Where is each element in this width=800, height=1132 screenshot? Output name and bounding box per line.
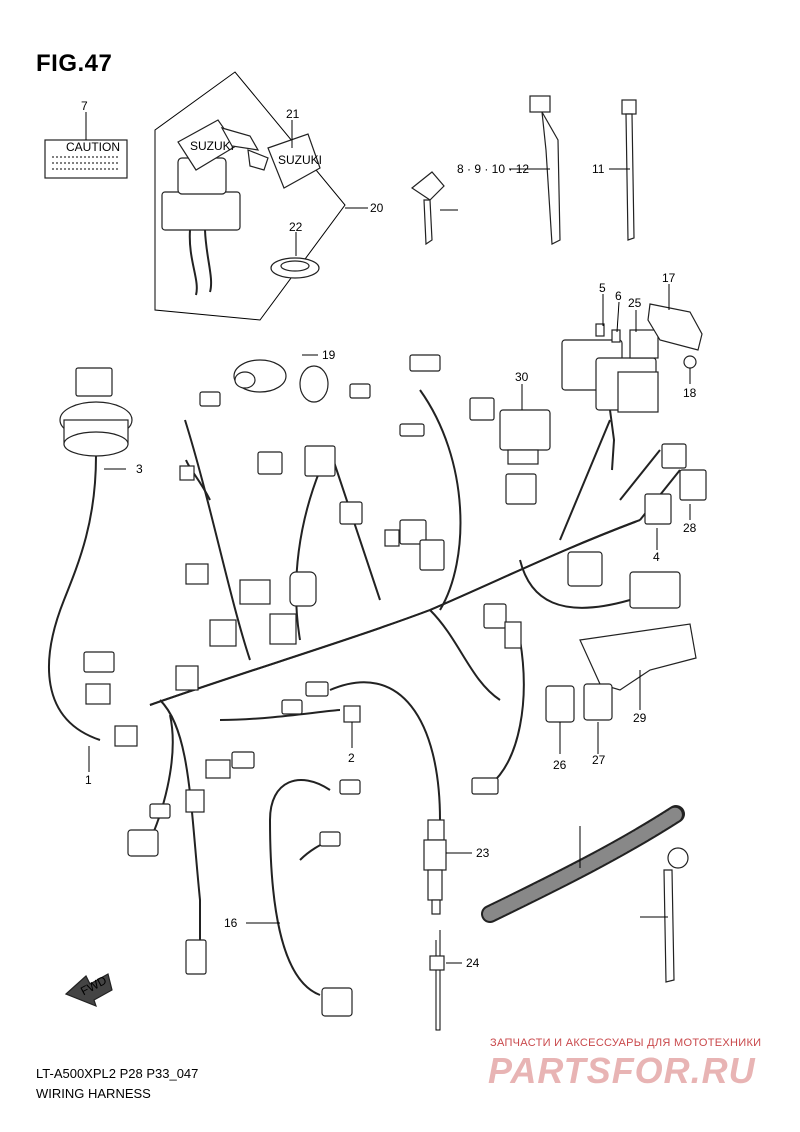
callout-11: 11 [592, 162, 605, 176]
key-blank [410, 171, 445, 246]
leader-lines [85, 112, 691, 964]
bracket-and-covers [545, 623, 697, 723]
figure-title: FIG.47 [36, 50, 113, 77]
callout-5: 5 [599, 281, 606, 295]
callout-18: 21 [286, 107, 300, 121]
relay-module [499, 409, 551, 465]
callout-17: 20 [370, 201, 384, 215]
sub-harness [268, 779, 361, 1017]
callout-labels: 7 21 22 20 8 · 9 · 10 · 12 11 19 5 6 25 … [81, 99, 697, 970]
watermark-logo: PARTSFOR.RU [488, 1050, 756, 1091]
callout-3: 3 [136, 462, 143, 476]
callout-23: 26 [553, 758, 567, 772]
caution-text: CAUTION [66, 140, 120, 154]
callout-13: 16 [224, 916, 238, 930]
main-harness-trunk [149, 389, 681, 940]
callout-21: 24 [466, 956, 480, 970]
key-brand-label-2: SUZUKI [278, 153, 322, 167]
callout-15: 18 [683, 386, 697, 400]
callout-20: 23 [476, 846, 490, 860]
fuse-box-assembly [561, 303, 703, 471]
callout-14: 17 [662, 271, 676, 285]
callout-24: 27 [592, 753, 606, 767]
cable-tie-clamp [663, 847, 689, 983]
harness-connectors [83, 354, 707, 975]
oxygen-sensor [423, 819, 447, 1031]
round-connector [48, 367, 133, 741]
cable-ties [529, 95, 637, 245]
ignition-socket [233, 359, 329, 403]
corrugated-tube [481, 805, 685, 923]
fwd-arrow: FWD [64, 973, 113, 1008]
section-name-caption: WIRING HARNESS [36, 1086, 151, 1101]
callout-25: 28 [683, 521, 697, 535]
callout-1: 1 [85, 773, 92, 787]
callout-4: 4 [653, 550, 660, 564]
callout-26: 29 [633, 711, 647, 725]
callout-19: 22 [289, 220, 303, 234]
ignition-switch-group: SUZUKI SUZUKI [154, 71, 346, 321]
callout-2: 2 [348, 751, 355, 765]
callout-7: 7 [81, 99, 88, 113]
callout-16: 19 [322, 348, 336, 362]
key-brand-label-1: SUZUKI [190, 139, 234, 153]
callout-22: 25 [628, 296, 642, 310]
model-code-caption: LT-A500XPL2 P28 P33_047 [36, 1066, 199, 1081]
callout-8-9-10-12: 8 · 9 · 10 · 12 [457, 162, 529, 176]
caution-label-plate: CAUTION [44, 139, 128, 179]
callout-27: 30 [515, 370, 529, 384]
watermark-tagline: ЗАПЧАСТИ И АКСЕССУАРЫ ДЛЯ МОТОТЕХНИКИ [490, 1037, 762, 1049]
callout-6: 6 [615, 289, 622, 303]
